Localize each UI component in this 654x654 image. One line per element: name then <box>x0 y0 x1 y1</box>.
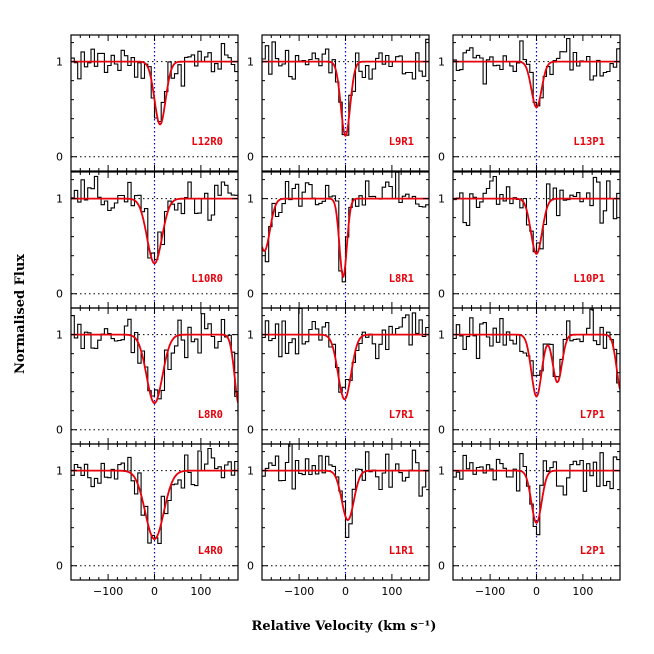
y-tick-label: 0 <box>247 424 254 437</box>
model-fit-line <box>453 469 620 524</box>
model-fit-line <box>262 197 429 279</box>
transition-label: L10P1 <box>573 273 605 285</box>
panel-l4r0: 0 1 −100 0 100 L4R0 <box>56 443 239 598</box>
observed-spectrum <box>262 308 429 393</box>
transition-label: L13P1 <box>573 136 605 148</box>
y-tick-label: 1 <box>438 465 445 478</box>
y-tick-label: 0 <box>56 151 63 164</box>
transition-label: L7R1 <box>389 409 414 421</box>
y-axis-title: Normalised Flux <box>13 254 28 374</box>
y-tick-label: 1 <box>247 193 254 206</box>
transition-label: L8R1 <box>389 273 414 285</box>
x-tick-label: −100 <box>284 585 314 598</box>
panel-l2p1: 0 1 −100 0 100 L2P1 <box>438 443 621 598</box>
x-axis-title: Relative Velocity (km s⁻¹) <box>252 619 437 634</box>
model-fit-line <box>453 60 620 109</box>
model-fit-line <box>71 333 238 405</box>
y-tick-label: 0 <box>56 424 63 437</box>
x-tick-label: 0 <box>151 585 158 598</box>
x-tick-label: 0 <box>342 585 349 598</box>
panel-grid: 01L12R001L9R101L13P101L10R001L8R101L10P1… <box>56 34 621 598</box>
x-tick-label: 100 <box>190 585 211 598</box>
y-tick-label: 0 <box>56 288 63 301</box>
y-tick-label: 0 <box>438 288 445 301</box>
transition-label: L7P1 <box>580 409 605 421</box>
model-fit-line <box>71 60 238 126</box>
y-tick-label: 1 <box>438 329 445 342</box>
y-tick-label: 0 <box>247 288 254 301</box>
observed-spectrum <box>71 313 238 417</box>
transition-label: L10R0 <box>191 273 223 285</box>
observed-spectrum <box>262 172 429 283</box>
y-tick-label: 0 <box>247 560 254 573</box>
observed-spectrum <box>71 447 238 544</box>
observed-spectrum <box>453 38 620 107</box>
observed-spectrum <box>453 308 620 409</box>
transition-label: L8R0 <box>198 409 223 421</box>
y-tick-label: 0 <box>438 560 445 573</box>
x-tick-label: 100 <box>381 585 402 598</box>
transition-label: L12R0 <box>191 136 223 148</box>
model-fit-line <box>262 60 429 137</box>
y-tick-label: 1 <box>247 56 254 69</box>
transition-label: L2P1 <box>580 545 605 557</box>
y-tick-label: 0 <box>247 151 254 164</box>
transition-label: L9R1 <box>389 136 414 148</box>
model-fit-line <box>453 333 620 398</box>
observed-spectrum <box>453 175 620 253</box>
y-tick-label: 1 <box>438 56 445 69</box>
y-tick-label: 1 <box>247 329 254 342</box>
y-tick-label: 1 <box>56 193 63 206</box>
x-tick-label: −100 <box>93 585 123 598</box>
y-tick-label: 1 <box>438 193 445 206</box>
y-tick-label: 1 <box>247 465 254 478</box>
y-tick-label: 0 <box>438 151 445 164</box>
y-tick-label: 1 <box>56 56 63 69</box>
model-fit-line <box>262 333 429 401</box>
y-tick-label: 0 <box>56 560 63 573</box>
model-fit-line <box>71 469 238 541</box>
y-tick-label: 0 <box>438 424 445 437</box>
y-tick-label: 1 <box>56 465 63 478</box>
model-fit-line <box>453 197 620 255</box>
x-tick-label: 0 <box>533 585 540 598</box>
observed-spectrum <box>262 444 429 538</box>
x-tick-label: 100 <box>572 585 593 598</box>
panel-l1r1: 0 1 −100 0 100 L1R1 <box>247 443 430 598</box>
transition-label: L1R1 <box>389 545 414 557</box>
x-tick-label: −100 <box>475 585 505 598</box>
y-tick-label: 1 <box>56 329 63 342</box>
transition-label: L4R0 <box>198 545 223 557</box>
observed-spectrum <box>453 452 620 536</box>
model-fit-line <box>262 469 429 522</box>
model-fit-line <box>71 197 238 265</box>
